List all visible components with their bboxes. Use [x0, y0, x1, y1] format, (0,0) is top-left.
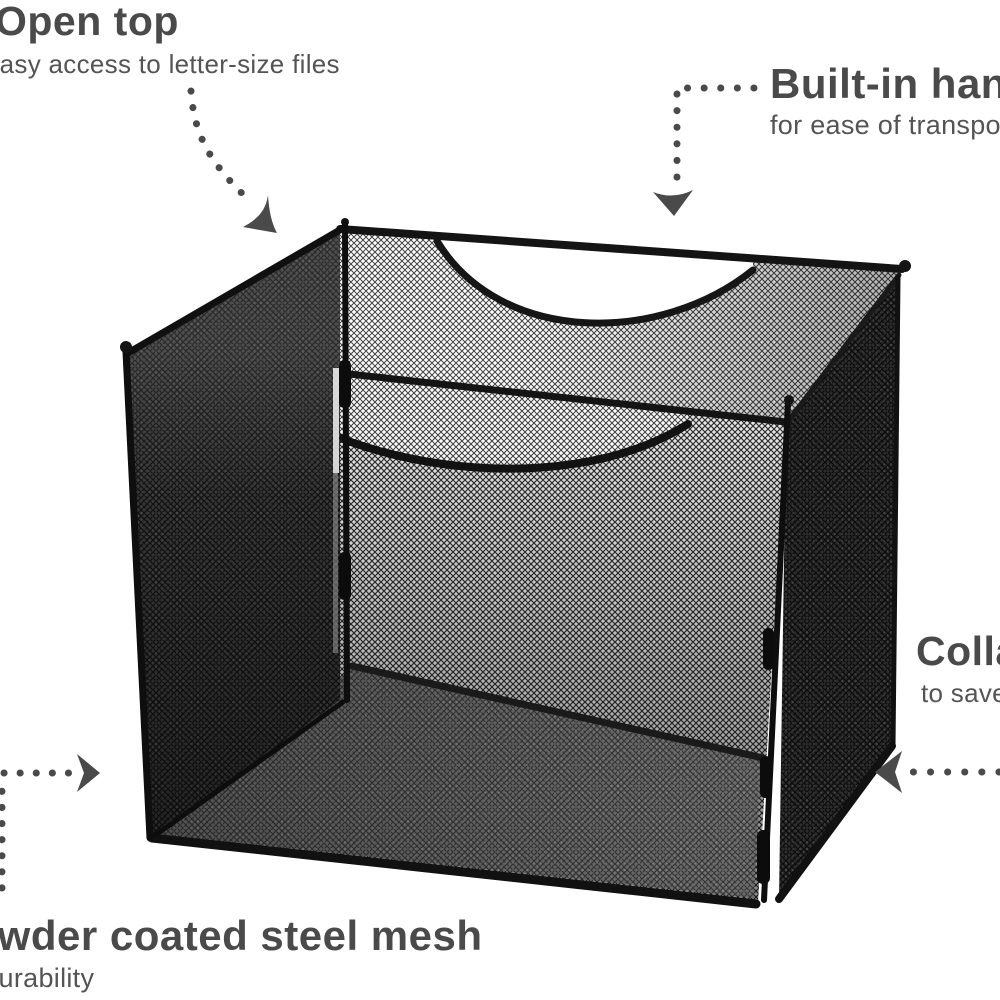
open-top-arrow [187, 87, 254, 205]
callout-open-top: Open top Easy access to letter-size file… [0, 0, 340, 79]
handles-arrowhead [653, 190, 693, 216]
handles-arrow [673, 84, 758, 191]
callout-built-in-handles-title: Built-in handles [770, 60, 1000, 107]
callout-open-top-title: Open top [0, 0, 179, 44]
open-top-arrowhead [243, 195, 277, 233]
callout-collapsible: Collapsible to save space [916, 628, 1000, 709]
left-bottom-edge [147, 699, 346, 842]
back-left-hinge [333, 221, 351, 703]
mesh-arrowhead [77, 754, 100, 792]
back-top-rail [336, 225, 906, 273]
callout-built-in-handles: Built-in handles for ease of transport [770, 60, 1000, 141]
callout-built-in-handles-subtitle: for ease of transport [770, 110, 1000, 141]
front-right-hinge [757, 395, 794, 903]
back-handle-bar [433, 237, 757, 327]
finial-front-left [120, 341, 132, 353]
left-front-edge [122, 348, 154, 842]
callout-collapsible-subtitle: to save space [921, 678, 1000, 709]
front-bottom-rail [147, 833, 761, 909]
callout-steel-mesh: Powder coated steel mesh for durability [0, 912, 483, 994]
left-top-rail [124, 223, 349, 357]
back-bottom-rail [348, 662, 767, 762]
finial-back-right [899, 260, 911, 272]
collapsible-arrowhead [875, 751, 902, 793]
box-right-panel [775, 272, 902, 903]
callout-collapsible-title: Collapsible [916, 628, 1000, 674]
callout-open-top-subtitle: Easy access to letter-size files [0, 49, 340, 80]
finial-front-right [784, 395, 794, 405]
box-left-panel [120, 223, 349, 842]
back-handle-cutout [437, 239, 753, 324]
box-floor [156, 662, 767, 898]
callout-steel-mesh-title: Powder coated steel mesh [0, 912, 483, 959]
right-panel-bottom-rail [775, 742, 896, 903]
callout-steel-mesh-subtitle: for durability [0, 963, 95, 994]
mesh-arrow [0, 769, 74, 892]
